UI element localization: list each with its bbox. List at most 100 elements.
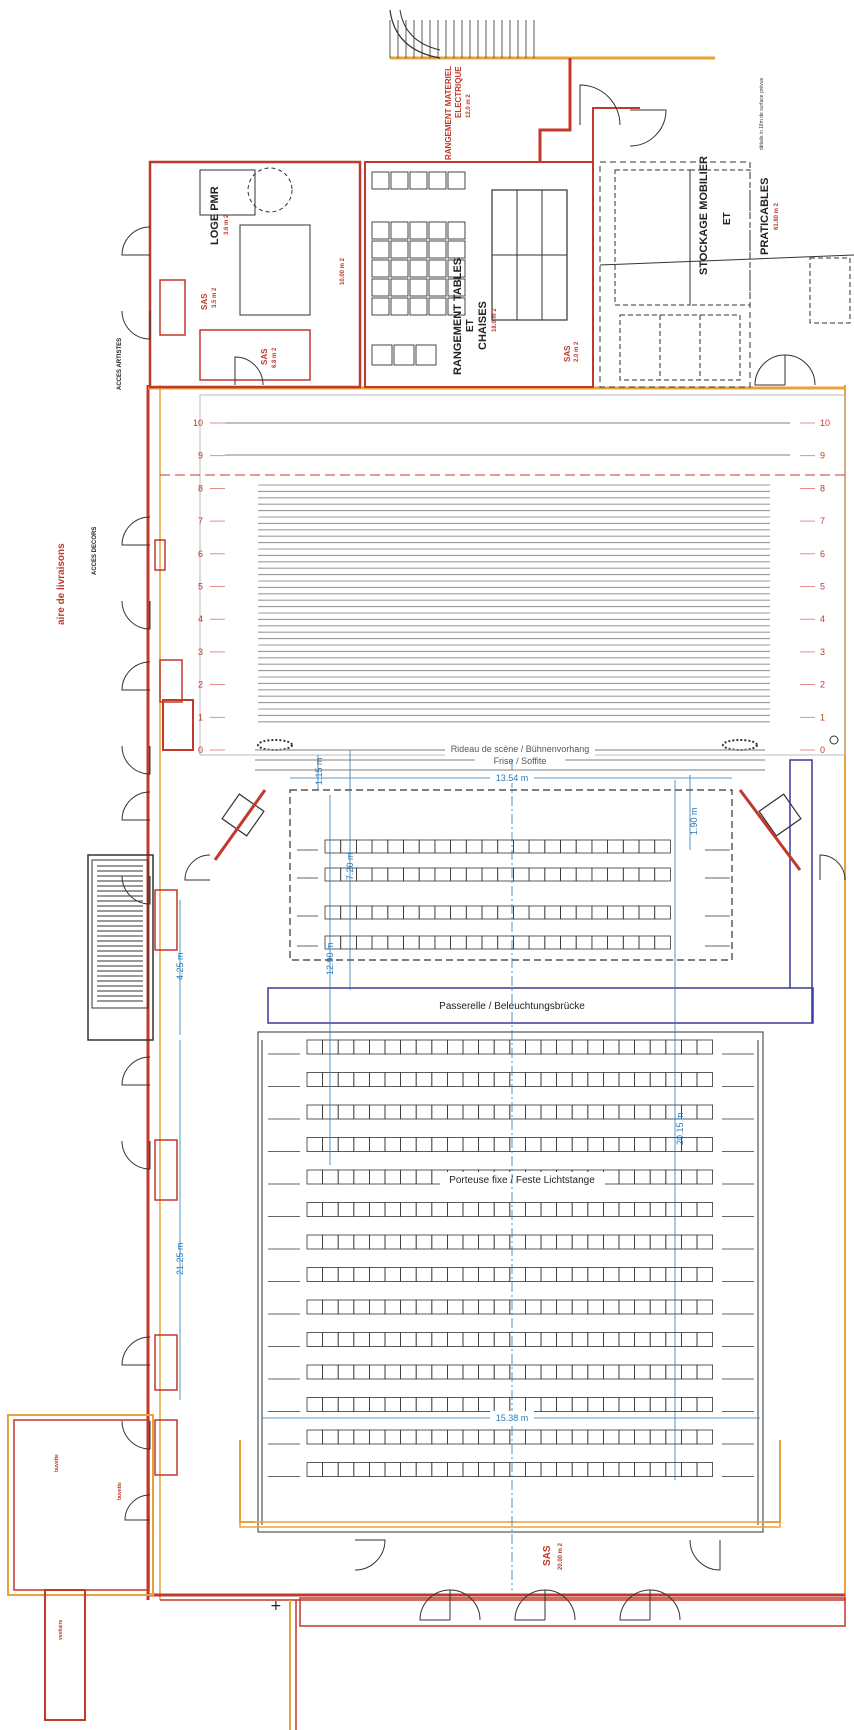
seat	[384, 1202, 402, 1217]
seat	[571, 1137, 589, 1152]
seat	[337, 1332, 355, 1347]
seat	[528, 905, 546, 920]
door-swing	[419, 1589, 451, 1621]
seat	[618, 1364, 636, 1380]
seat	[665, 1429, 682, 1445]
plus-icon: +	[270, 1598, 282, 1614]
seat	[634, 1462, 651, 1477]
table-stack	[390, 221, 409, 240]
grid-number-left: 2	[198, 680, 203, 690]
seat	[618, 1104, 636, 1120]
seat	[587, 1267, 604, 1282]
stage-bars	[225, 422, 790, 723]
seat	[368, 1202, 386, 1217]
front-seat-rows	[297, 839, 730, 950]
door-swing	[121, 1420, 151, 1450]
seat	[368, 1104, 386, 1120]
rangement-tables-label: RANGEMENT TABLES	[452, 258, 464, 375]
seat	[607, 905, 624, 920]
seat	[603, 1202, 620, 1217]
seat	[571, 1072, 589, 1087]
seat	[387, 935, 404, 950]
table-stack	[409, 240, 428, 259]
seat	[434, 935, 451, 950]
seat	[556, 1202, 573, 1217]
table-stack	[409, 278, 428, 297]
seat	[556, 1137, 573, 1152]
seat	[540, 1364, 558, 1380]
seat	[681, 1429, 698, 1445]
seat	[649, 1202, 667, 1217]
seat	[431, 1072, 448, 1087]
dim-20-15: 20.15 m	[675, 1112, 685, 1145]
table-stack	[371, 278, 390, 297]
seat	[478, 1072, 495, 1087]
seat	[603, 1104, 620, 1120]
seat	[418, 839, 436, 854]
seat	[368, 1234, 386, 1250]
seat	[540, 1234, 558, 1250]
chair-stack	[393, 344, 415, 366]
seat	[493, 1234, 511, 1250]
stockage-mobilier-label: STOCKAGE MOBILIER	[698, 156, 710, 275]
seat	[450, 839, 467, 854]
grid-number-right: 2	[820, 680, 825, 690]
seat	[337, 1429, 355, 1445]
seat	[513, 905, 530, 920]
seat	[353, 1072, 370, 1087]
seat	[481, 905, 499, 920]
chair-stack	[371, 344, 393, 366]
seat	[403, 867, 420, 882]
et-label-2: ET	[722, 212, 733, 225]
curtain-rolls	[257, 739, 758, 751]
seat	[322, 1397, 339, 1412]
seat	[638, 867, 656, 882]
seat	[400, 1364, 417, 1380]
seat	[403, 905, 420, 920]
loge-pmr-label: LOGE PMR	[209, 186, 221, 245]
seat	[525, 1299, 542, 1315]
seat	[618, 1202, 636, 1217]
seat	[353, 1429, 370, 1445]
seat	[478, 1267, 495, 1282]
seat	[384, 1299, 402, 1315]
door-swing	[544, 1589, 576, 1621]
seat	[649, 1332, 667, 1347]
loge-pmr-area: 3.6 m 2	[224, 214, 230, 235]
seat	[696, 1332, 714, 1347]
seat	[571, 1234, 589, 1250]
seat	[681, 1072, 698, 1087]
seat	[353, 1299, 370, 1315]
grid-number-right: 7	[820, 516, 825, 526]
left-wall-fixtures	[154, 539, 194, 1476]
seat	[400, 1137, 417, 1152]
seat	[465, 935, 483, 950]
table-stack	[371, 171, 390, 190]
seat	[681, 1299, 698, 1315]
seat	[544, 935, 561, 950]
seat	[654, 935, 671, 950]
seat	[465, 867, 483, 882]
seat	[493, 1039, 511, 1055]
grid-number-right: 10	[820, 418, 830, 428]
grid-number-right: 9	[820, 451, 825, 461]
table-stack	[390, 278, 409, 297]
seat	[556, 1332, 573, 1347]
door-swing	[121, 1336, 151, 1366]
seat	[355, 905, 373, 920]
table-stack	[428, 278, 447, 297]
seat	[603, 1234, 620, 1250]
seat	[478, 1364, 495, 1380]
seat	[322, 1332, 339, 1347]
seat	[696, 1202, 714, 1217]
seat	[306, 1267, 324, 1282]
door-swing	[184, 854, 211, 881]
seat	[434, 905, 451, 920]
sas-bottom-label: SAS	[542, 1545, 553, 1566]
seat	[634, 1429, 651, 1445]
table-stack	[409, 221, 428, 240]
seat	[400, 1039, 417, 1055]
seat	[618, 1234, 636, 1250]
seat	[607, 935, 624, 950]
